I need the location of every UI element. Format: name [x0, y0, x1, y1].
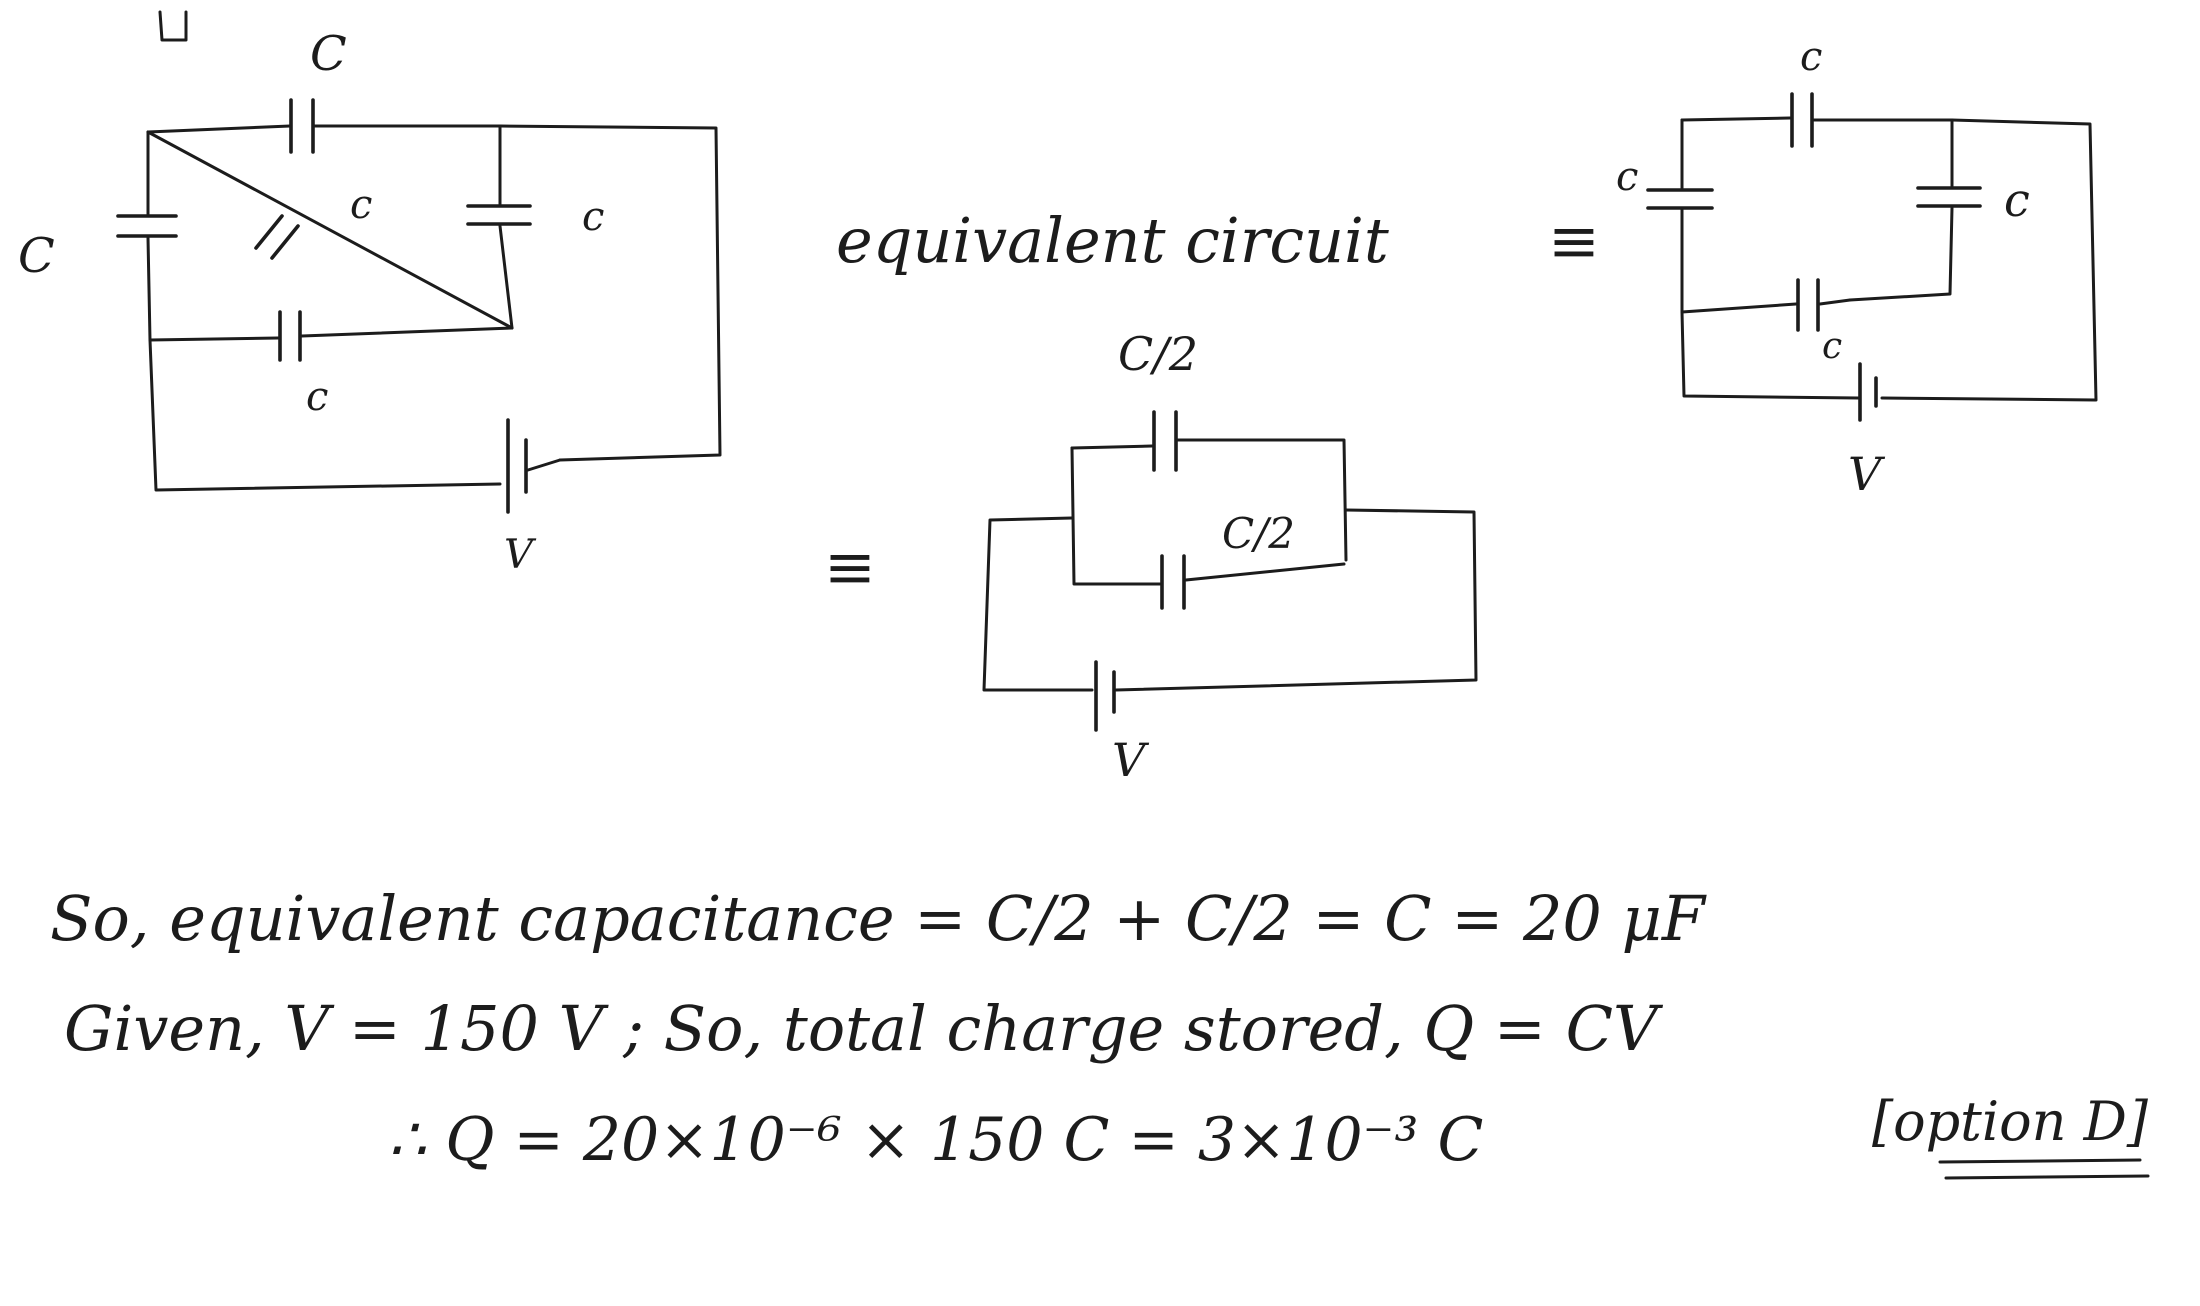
stray-mark	[158, 10, 188, 42]
label-c-bottom: c	[306, 374, 328, 420]
label-v-3: V	[1112, 733, 1150, 787]
label-c-right: c	[582, 194, 604, 240]
solution-line-3: ∴ Q = 20×10⁻⁶ × 150 C = 3×10⁻³ C	[388, 1105, 1483, 1175]
label-c-top: C	[310, 26, 347, 82]
label-c2-middle: c	[1822, 326, 1842, 367]
equiv-sign-2: ≡	[824, 530, 876, 603]
label-c2-top: c	[1800, 34, 1822, 80]
label-v-1: V	[504, 532, 537, 578]
label-c2-right: c	[2004, 173, 2030, 227]
label-c-left: C	[18, 228, 55, 284]
answer-underline	[1938, 1158, 2142, 1164]
equiv-sign-1: ≡	[1548, 204, 1600, 277]
label-c-diagonal: c	[350, 182, 372, 228]
answer-underline-2	[1944, 1174, 2150, 1180]
original-circuit	[116, 98, 722, 514]
solution-line-1: So, equivalent capacitance = C/2 + C/2 =…	[50, 882, 1707, 955]
equivalent-circuit-text: equivalent circuit	[836, 204, 1389, 277]
solution-line-2: Given, V = 150 V ; So, total charge stor…	[64, 992, 1664, 1065]
equivalent-circuit-2	[1646, 92, 2098, 422]
label-c-half-lower: C/2	[1222, 509, 1295, 558]
equivalent-circuit-3	[982, 410, 1478, 732]
label-c2-left: c	[1616, 154, 1638, 200]
answer-option: [option D]	[1872, 1090, 2149, 1153]
label-v-2: V	[1848, 447, 1886, 501]
label-c-half-top: C/2	[1118, 327, 1198, 381]
